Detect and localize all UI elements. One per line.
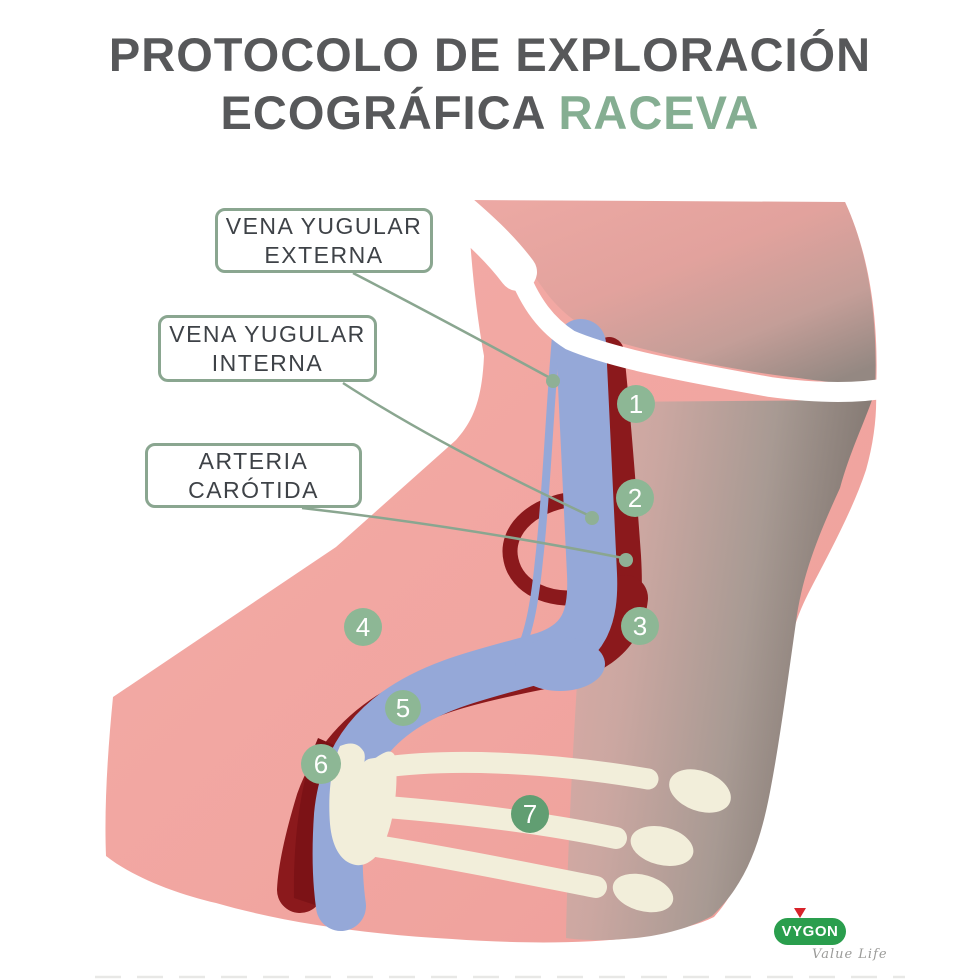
callout-interna-line1: VENA YUGULAR — [169, 320, 366, 347]
clavicle-end — [669, 769, 731, 813]
leader-line-externa — [352, 271, 553, 381]
callout-externa-line1: VENA YUGULAR — [225, 212, 423, 239]
marker-3-circle — [621, 607, 659, 645]
title-line-2-accent: RACEVA — [558, 86, 760, 139]
rib2-end — [612, 873, 674, 913]
marker-6-circle — [301, 744, 341, 784]
callout-vena-yugular-interna: VENA YUGULAR INTERNA — [158, 315, 377, 382]
logo-triangle-icon — [794, 908, 806, 918]
marker-5: 5 — [385, 690, 421, 726]
callout-interna-line2: INTERNA — [211, 349, 324, 376]
marker-7: 7 — [511, 795, 549, 833]
rib1-end — [630, 826, 694, 866]
rib1-bone — [363, 795, 627, 849]
leader-dot-interna — [585, 511, 599, 525]
external-jugular-vein — [517, 332, 560, 653]
clavicle-bone — [361, 751, 659, 790]
marker-7-circle — [511, 795, 549, 833]
callout-carotida-line2: CARÓTIDA — [188, 476, 319, 503]
leader-dot-externa — [546, 374, 560, 388]
leader-dot-carotida — [619, 553, 633, 567]
marker-2: 2 — [616, 479, 654, 517]
marker-3: 3 — [621, 607, 659, 645]
marker-4: 4 — [344, 608, 382, 646]
leader-line-carotida — [301, 506, 624, 560]
marker-4-number: 4 — [356, 612, 370, 642]
title-line-1: PROTOCOLO DE EXPLORACIÓN — [108, 28, 872, 81]
callout-vena-yugular-externa: VENA YUGULAR EXTERNA — [215, 208, 433, 273]
vygon-logo: VYGON Value Life — [768, 905, 888, 965]
marker-4-circle — [344, 608, 382, 646]
leader-line-interna — [342, 381, 591, 518]
marker-1-number: 1 — [629, 389, 643, 419]
logo-brand-text: VYGON — [781, 923, 839, 940]
marker-5-number: 5 — [396, 693, 410, 723]
marker-1: 1 — [617, 385, 655, 423]
jawline-band — [506, 256, 898, 402]
marker-6: 6 — [301, 744, 341, 784]
callout-arteria-carotida: ARTERIA CARÓTIDA — [145, 443, 362, 508]
logo-pill: VYGON — [774, 918, 846, 945]
title-line-2-text: ECOGRÁFICA — [220, 86, 547, 139]
vein-junction — [515, 637, 605, 691]
neck-muscle — [566, 400, 872, 941]
marker-2-circle — [616, 479, 654, 517]
logo-tagline: Value Life — [812, 947, 888, 962]
marker-1-circle — [617, 385, 655, 423]
head-jaw — [470, 200, 876, 390]
marker-3-number: 3 — [633, 611, 647, 641]
callout-carotida-line1: ARTERIA — [198, 447, 309, 474]
callout-externa-line2: EXTERNA — [264, 241, 384, 268]
marker-7-number: 7 — [523, 799, 537, 829]
rib2-bone — [359, 834, 607, 898]
marker-5-circle — [385, 690, 421, 726]
marker-6-number: 6 — [314, 749, 328, 779]
marker-2-number: 2 — [628, 483, 642, 513]
